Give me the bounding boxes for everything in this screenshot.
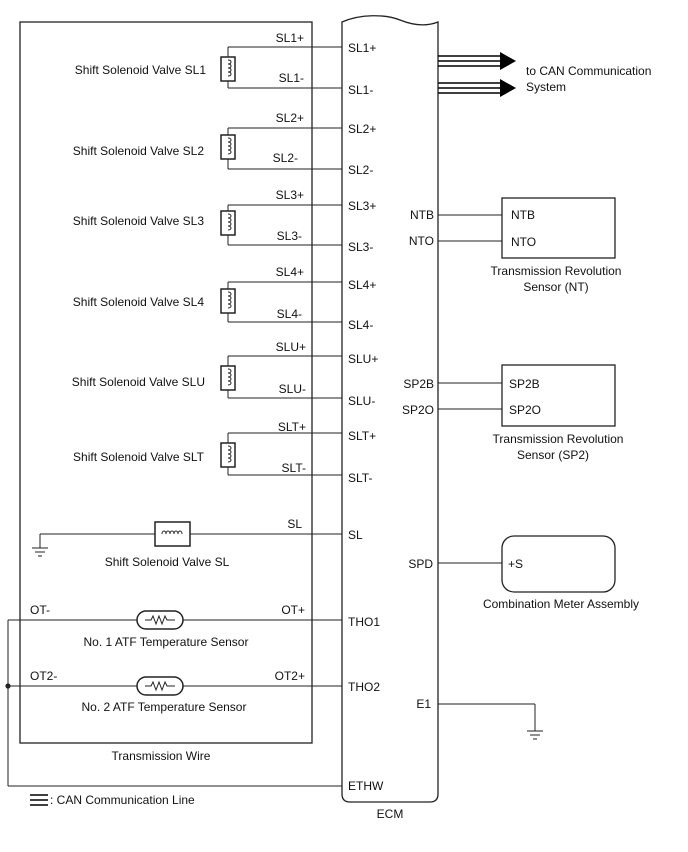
ecm-pin-neg: SLT- [348, 471, 372, 485]
solenoid-name: Shift Solenoid Valve SL1 [75, 63, 207, 77]
ecm-label: ECM [377, 807, 404, 821]
combination-meter: SPD +S Combination Meter Assembly [408, 535, 639, 611]
can-bus-arrows: to CAN Communication System [438, 52, 651, 97]
can-target-line1: to CAN Communication [526, 64, 651, 78]
solenoid-name: Shift Solenoid Valve SL3 [73, 214, 205, 228]
ecm-pin-spd: SPD [408, 557, 433, 571]
ecm-pin: THO1 [348, 615, 380, 629]
wire-label-pos: SL4+ [276, 265, 304, 279]
can-line-legend-icon [30, 794, 48, 806]
ecm-pin: SL [348, 528, 363, 542]
solenoid-sl4: Shift Solenoid Valve SL4 SL4+ SL4- SL4+ … [73, 265, 377, 332]
wire-label-pos: SL3+ [276, 188, 304, 202]
solenoid-name: Shift Solenoid Valve SL4 [73, 295, 205, 309]
solenoid-name: Shift Solenoid Valve SL2 [73, 144, 205, 158]
atf-temp-sensor-1: No. 1 ATF Temperature Sensor OT- OT+ THO… [8, 603, 380, 649]
wire-label-neg: SLU- [279, 382, 306, 396]
wire-label: SL [287, 517, 302, 531]
sensor-name-line1: Transmission Revolution [491, 264, 622, 278]
wire-label-neg: SL2- [273, 151, 298, 165]
ecm-pin-sp2o: SP2O [402, 403, 434, 417]
solenoid-sl: Shift Solenoid Valve SL SL SL [32, 517, 363, 569]
wire-label-neg: SLT- [282, 461, 306, 475]
ecm-pin-pos: SL3+ [348, 199, 376, 213]
wire-label-neg: OT- [30, 603, 50, 617]
wire-label-neg: SL1- [279, 71, 304, 85]
meter-term: +S [508, 557, 523, 571]
solenoid-name: Shift Solenoid Valve SLT [73, 450, 205, 464]
solenoid-sl2: Shift Solenoid Valve SL2 SL2+ SL2- SL2+ … [73, 111, 377, 177]
sensor-name-line2: Sensor (SP2) [517, 448, 589, 462]
solenoid-sl1: Shift Solenoid Valve SL1 SL1+ SL1- SL1+ … [75, 31, 377, 97]
junction-dot [5, 683, 11, 689]
ecm-pin-neg: SL1- [348, 83, 373, 97]
ecm-pin-ntb: NTB [410, 208, 434, 222]
sp2-sensor: SP2B SP2O SP2B SP2O Transmission Revolut… [402, 364, 624, 462]
sensor-term-nto: NTO [511, 235, 536, 249]
sensor-term-ntb: NTB [511, 208, 535, 222]
solenoid-slu: Shift Solenoid Valve SLU SLU+ SLU- SLU+ … [72, 340, 379, 408]
legend: : CAN Communication Line [30, 793, 195, 807]
ecm-pin-neg: SLU- [348, 394, 375, 408]
sensor-name: No. 2 ATF Temperature Sensor [82, 700, 247, 714]
atf-temp-sensor-2: No. 2 ATF Temperature Sensor OT2- OT2+ T… [8, 669, 380, 714]
ecm-pin-nto: NTO [409, 234, 434, 248]
can-target-line2: System [526, 80, 566, 94]
ecm-pin-pos: SLU+ [348, 352, 378, 366]
ecm-pin-pos: SL2+ [348, 122, 376, 136]
legend-text: : CAN Communication Line [50, 793, 195, 807]
wire-label-neg: SL3- [277, 229, 302, 243]
sensor-term-sp2b: SP2B [509, 377, 540, 391]
nt-sensor: NTB NTO NTB NTO Transmission Revolution … [409, 197, 622, 294]
solenoid-sl3: Shift Solenoid Valve SL3 SL3+ SL3- SL3+ … [73, 188, 377, 254]
solenoid-name: Shift Solenoid Valve SLU [72, 375, 205, 389]
wire-label-neg: SL4- [277, 307, 302, 321]
wire-label-pos: SLU+ [276, 340, 306, 354]
ethw-return-wire: ETHW [5, 620, 384, 793]
meter-name: Combination Meter Assembly [483, 597, 639, 611]
ecm-box [341, 15, 439, 803]
ecm-pin-pos: SL1+ [348, 41, 376, 55]
transmission-wire-label: Transmission Wire [112, 749, 211, 763]
wire-label-pos: SL1+ [276, 31, 304, 45]
ecm-pin-neg: SL2- [348, 163, 373, 177]
ecm-pin-sp2b: SP2B [403, 377, 434, 391]
ecm-pin-neg: SL4- [348, 318, 373, 332]
ecm-pin-pos: SL4+ [348, 278, 376, 292]
sensor-term-sp2o: SP2O [509, 403, 541, 417]
wire-label-pos: OT2+ [275, 669, 305, 683]
solenoid-name: Shift Solenoid Valve SL [105, 555, 230, 569]
e1-ground: E1 [416, 697, 543, 740]
ecm-pin: THO2 [348, 680, 380, 694]
wire-label-pos: OT+ [281, 603, 305, 617]
wire-label-neg: OT2- [30, 669, 57, 683]
ecm-pin-ethw: ETHW [348, 779, 384, 793]
sensor-name-line1: Transmission Revolution [493, 432, 624, 446]
wire-label-pos: SLT+ [278, 420, 306, 434]
sensor-name-line2: Sensor (NT) [523, 280, 588, 294]
ground-icon [32, 547, 48, 557]
ground-icon [527, 730, 543, 740]
wire-label-pos: SL2+ [276, 111, 304, 125]
ecm-pin-neg: SL3- [348, 240, 373, 254]
solenoid-slt: Shift Solenoid Valve SLT SLT+ SLT- SLT+ … [73, 420, 376, 485]
ecm-pin-pos: SLT+ [348, 429, 376, 443]
ecm-pin-e1: E1 [416, 697, 431, 711]
sensor-name: No. 1 ATF Temperature Sensor [84, 635, 249, 649]
